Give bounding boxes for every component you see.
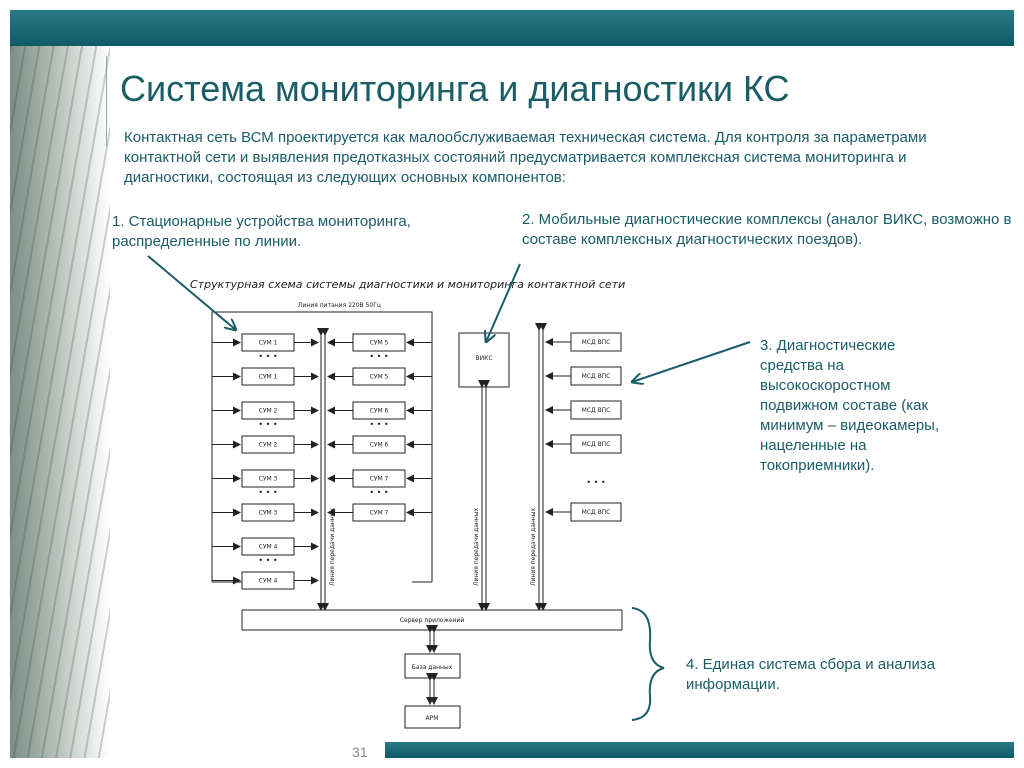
note-rolling-stock-tools: 3. Диагностические средства на высокоско… (760, 337, 940, 474)
power-line-label: Линия питания 220В 50Гц (298, 302, 381, 309)
data-line-label-3: Линия передачи данных (530, 508, 537, 586)
svm-left-2-label: СУМ 1 (259, 374, 278, 381)
mdvps-5-label: МСД ВПС (582, 509, 611, 516)
mdvps-3-label: МСД ВПС (582, 407, 611, 414)
viks-label: ВИКС (475, 355, 492, 362)
svm-left-6-label: СУМ 3 (259, 510, 278, 517)
server-db-arm-links (426, 625, 438, 705)
svm-left-4-label: СУМ 2 (259, 442, 278, 449)
data-line-label-2: Линия передачи данных (473, 508, 480, 586)
intro-paragraph: Контактная сеть ВСМ проектируется как ма… (124, 129, 927, 186)
database-label: База данных (412, 664, 453, 671)
callout-arrows (147, 255, 751, 721)
svm-right-1-label: СУМ 5 (370, 340, 389, 347)
title-divider (106, 56, 107, 146)
svm-right-3-label: СУМ 6 (370, 408, 389, 415)
system-brace (631, 607, 665, 721)
callout-arrow-2 (486, 263, 521, 342)
svm-left-1-label: СУМ 1 (259, 340, 278, 347)
mdvps-2-label: МСД ВПС (582, 373, 611, 380)
svm-left-ellipsis-4: • • • (258, 556, 277, 565)
mdvps-group: МСД ВПС МСД ВПС МСД ВПС МСД ВПС МСД ВПС (545, 332, 622, 522)
arm-box (404, 705, 461, 729)
svm-left-3-label: СУМ 2 (259, 408, 278, 415)
svm-right-2-label: СУМ 5 (370, 374, 389, 381)
note-unified-system: 4. Единая система сбора и анализа информ… (686, 656, 936, 693)
svm-right-ellipsis-3: • • • (369, 488, 388, 497)
diagram-title: Структурная схема системы диагностики и … (190, 278, 625, 291)
server-label: Сервер приложений (400, 617, 465, 624)
svm-right-6-label: СУМ 7 (370, 510, 389, 517)
svm-right-ellipsis-1: • • • (369, 352, 388, 361)
svm-left-ellipsis-3: • • • (258, 488, 277, 497)
footer-bar (385, 742, 1014, 758)
svm-left-8-label: СУМ 4 (259, 578, 278, 585)
side-railway-photo (10, 46, 110, 758)
callout-arrow-1 (147, 255, 236, 330)
mdvps-1-label: МСД ВПС (582, 339, 611, 346)
page-number: 31 (352, 744, 368, 760)
arm-label: АРМ (426, 715, 439, 722)
header-bar (10, 10, 1014, 46)
svm-right-5-label: СУМ 7 (370, 476, 389, 483)
svm-left-ellipsis-1: • • • (258, 352, 277, 361)
bus-lines (317, 323, 547, 611)
mdvps-ellipsis: • • • (586, 478, 605, 487)
svm-left-ellipsis-2: • • • (258, 420, 277, 429)
mdvps-4-label: МСД ВПС (582, 441, 611, 448)
data-line-label-1: Линия передачи данных (329, 508, 336, 586)
svm-left-7-label: СУМ 4 (259, 544, 278, 551)
svm-right-ellipsis-2: • • • (369, 420, 388, 429)
svm-left-5-label: СУМ 3 (259, 476, 278, 483)
svm-right-group: СУМ 5 СУМ 5 СУМ 6 СУМ 6 СУМ 7 СУМ 7 • • • • • •… (327, 333, 432, 522)
svm-right-4-label: СУМ 6 (370, 442, 389, 449)
note-mobile-complexes: 2. Мобильные диагностические комплексы (… (522, 211, 1012, 248)
slide-title: Система мониторинга и диагностики КС (120, 68, 790, 109)
callout-arrow-3 (632, 341, 751, 382)
svm-left-group: СУМ 1 СУМ 1 СУМ 2 СУМ 2 СУМ 3 СУМ 3 СУМ 4 СУМ 4… (212, 333, 319, 590)
note-stationary-devices: 1. Стационарные устройства мониторинга, … (112, 213, 411, 250)
